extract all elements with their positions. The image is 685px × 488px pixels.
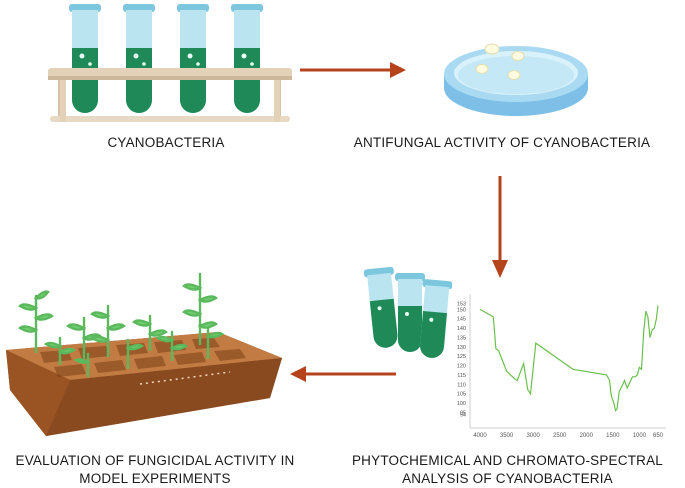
test-tube-rack-icon: [48, 4, 292, 122]
y-tick-label: 125: [457, 354, 466, 360]
arrow-left-icon: [290, 366, 396, 382]
y-tick-label: 115: [457, 373, 466, 379]
y-tick-label: 130: [457, 345, 466, 351]
test-tube: [177, 4, 209, 113]
x-tick-label: 3000: [526, 433, 540, 439]
petri-dish-icon: [444, 43, 588, 116]
step-label-evaluation-line2: MODEL EXPERIMENTS: [79, 471, 231, 486]
step-label-phytochemical-line2: ANALYSIS OF CYANOBACTERIA: [402, 471, 613, 486]
step-label-phytochemical-line1: PHYTOCHEMICAL AND CHROMATO-SPECTRAL: [351, 453, 664, 468]
arrow-right-icon: [300, 62, 406, 78]
y-tick-label: 110: [457, 382, 466, 388]
y-tick-label: 105: [457, 392, 466, 398]
x-tick-label: 2500: [553, 433, 567, 439]
y-tick-label: 100: [457, 401, 466, 407]
test-tubes-icon: [363, 266, 452, 358]
y-tick-label: 150: [457, 307, 466, 313]
step-label-antifungal: ANTIFUNGAL ACTIVITY OF CYANOBACTERIA: [353, 135, 651, 150]
step-label-cyanobacteria: CYANOBACTERIA: [107, 135, 225, 150]
y-tick-label: 135: [457, 335, 466, 341]
test-tube: [123, 4, 155, 113]
seedling-tray-icon: [6, 272, 282, 436]
step-label-phytochemical: PHYTOCHEMICAL AND CHROMATO-SPECTRAL ANAL…: [330, 452, 685, 488]
y-tick-label: 153: [457, 302, 466, 308]
y-tick-label: 145: [457, 317, 466, 323]
x-tick-label: 1000: [633, 433, 647, 439]
y-tick-label: 95: [460, 410, 466, 416]
y-tick-label: 94: [460, 412, 466, 418]
y-tick-label: 140: [457, 326, 466, 332]
x-tick-label: 4000: [473, 433, 487, 439]
spectrum-series-line: [479, 305, 659, 412]
x-tick-label: 650: [653, 433, 664, 439]
test-tube: [69, 4, 101, 113]
step-label-evaluation: EVALUATION OF FUNGICIDAL ACTIVITY IN MOD…: [0, 452, 310, 488]
x-tick-label: 1500: [606, 433, 620, 439]
arrow-down-icon: [492, 176, 508, 278]
y-tick-label: 120: [457, 364, 466, 370]
x-tick-label: 2000: [580, 433, 594, 439]
test-tube: [231, 4, 263, 113]
x-tick-label: 3500: [500, 433, 514, 439]
step-label-evaluation-line1: EVALUATION OF FUNGICIDAL ACTIVITY IN: [15, 453, 295, 468]
